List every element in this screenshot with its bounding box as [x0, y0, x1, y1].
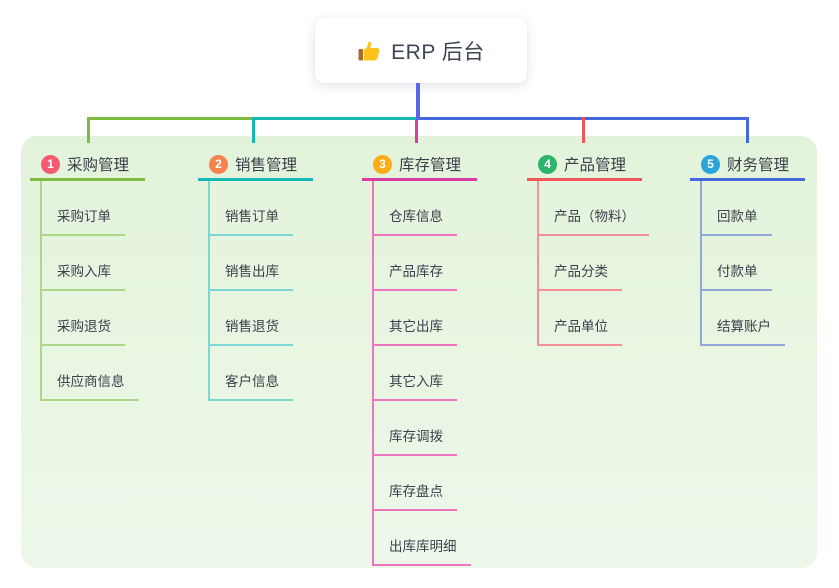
branch-children: 采购订单采购入库采购退货供应商信息 — [40, 181, 145, 401]
branch: 4 产品管理 产品（物料） 产品分类产品单位 — [527, 150, 649, 346]
child-item[interactable]: 仓库信息 — [372, 181, 477, 236]
mindmap-panel — [21, 136, 817, 568]
branch-connector-line — [700, 181, 702, 346]
branch-connector-line — [40, 181, 42, 401]
branch-children: 销售订单销售出库销售退货客户信息 — [208, 181, 313, 401]
child-label: 出库库明细 — [372, 535, 471, 566]
child-label: 客户信息 — [208, 370, 293, 401]
root-node[interactable]: ERP 后台 — [315, 18, 527, 83]
connector-segment — [87, 117, 90, 143]
child-item[interactable]: 采购退货 — [40, 291, 145, 346]
child-item[interactable]: 销售出库 — [208, 236, 313, 291]
child-label: 供应商信息 — [40, 370, 139, 401]
root-title: ERP 后台 — [391, 40, 485, 64]
branch-number-badge: 4 — [538, 154, 557, 174]
branch-heading[interactable]: 1 采购管理 — [30, 150, 145, 181]
child-label: 采购入库 — [40, 260, 125, 291]
child-label: 其它入库 — [372, 370, 457, 401]
branch: 2 销售管理 销售订单销售出库销售退货客户信息 — [198, 150, 313, 401]
branch-heading[interactable]: 3 库存管理 — [362, 150, 477, 181]
branch: 1 采购管理 采购订单采购入库采购退货供应商信息 — [30, 150, 145, 401]
branch-title: 采购管理 — [67, 157, 130, 174]
child-item[interactable]: 回款单 — [700, 181, 805, 236]
child-item[interactable]: 产品分类 — [537, 236, 642, 291]
child-label: 采购退货 — [40, 315, 125, 346]
child-item[interactable]: 付款单 — [700, 236, 805, 291]
branch-number-badge: 1 — [41, 154, 60, 174]
connector-segment — [87, 117, 255, 120]
branch-title: 库存管理 — [399, 157, 462, 174]
branch-connector-line — [208, 181, 210, 401]
child-label: 产品库存 — [372, 260, 457, 291]
child-label: 销售出库 — [208, 260, 293, 291]
child-item[interactable]: 结算账户 — [700, 291, 805, 346]
child-label: 回款单 — [700, 205, 772, 236]
child-label: 销售订单 — [208, 205, 293, 236]
child-item[interactable]: 供应商信息 — [40, 346, 145, 401]
branch-children: 仓库信息产品库存其它出库其它入库库存调拨库存盘点出库库明细 — [372, 181, 477, 566]
branch-title: 销售管理 — [235, 157, 298, 174]
branch-heading[interactable]: 4 产品管理 — [527, 150, 642, 181]
branch-number-badge: 3 — [373, 154, 392, 174]
connector-segment — [416, 83, 420, 120]
branch-connector-line — [372, 181, 374, 566]
branch: 3 库存管理 仓库信息产品库存其它出库其它入库库存调拨库存盘点出库库明细 — [362, 150, 477, 566]
child-item[interactable]: 产品单位 — [537, 291, 642, 346]
branch-connector-line — [537, 181, 539, 346]
branch-heading[interactable]: 5 财务管理 — [690, 150, 805, 181]
child-item[interactable]: 库存调拨 — [372, 401, 477, 456]
child-item[interactable]: 其它出库 — [372, 291, 477, 346]
branch-children: 产品（物料） 产品分类产品单位 — [537, 181, 649, 346]
child-item[interactable]: 销售订单 — [208, 181, 313, 236]
child-item[interactable]: 客户信息 — [208, 346, 313, 401]
branch-number-badge: 2 — [209, 154, 228, 174]
child-label: 付款单 — [700, 260, 772, 291]
connector-segment — [415, 120, 418, 143]
child-label: 结算账户 — [700, 315, 785, 346]
child-label: 采购订单 — [40, 205, 125, 236]
branch-title: 财务管理 — [727, 157, 790, 174]
connector-segment — [252, 117, 418, 120]
connector-segment — [252, 117, 255, 143]
child-label: 产品（物料） — [537, 205, 649, 236]
child-label: 库存盘点 — [372, 480, 457, 511]
child-label: 其它出库 — [372, 315, 457, 346]
branch-number-badge: 5 — [701, 154, 720, 174]
branch-children: 回款单付款单结算账户 — [700, 181, 805, 346]
child-item[interactable]: 其它入库 — [372, 346, 477, 401]
thumbs-up-icon — [358, 41, 380, 60]
branch: 5 财务管理 回款单付款单结算账户 — [690, 150, 805, 346]
child-label: 销售退货 — [208, 315, 293, 346]
child-label: 产品单位 — [537, 315, 622, 346]
child-item[interactable]: 采购订单 — [40, 181, 145, 236]
child-item[interactable]: 产品库存 — [372, 236, 477, 291]
child-label: 库存调拨 — [372, 425, 457, 456]
connector-segment — [582, 117, 585, 143]
child-label: 仓库信息 — [372, 205, 457, 236]
child-item[interactable]: 库存盘点 — [372, 456, 477, 511]
branch-title: 产品管理 — [564, 157, 627, 174]
child-label: 产品分类 — [537, 260, 622, 291]
child-item[interactable]: 出库库明细 — [372, 511, 477, 566]
child-item[interactable]: 销售退货 — [208, 291, 313, 346]
child-item[interactable]: 采购入库 — [40, 236, 145, 291]
connector-segment — [746, 117, 749, 143]
branch-heading[interactable]: 2 销售管理 — [198, 150, 313, 181]
child-item[interactable]: 产品（物料） — [537, 181, 649, 236]
